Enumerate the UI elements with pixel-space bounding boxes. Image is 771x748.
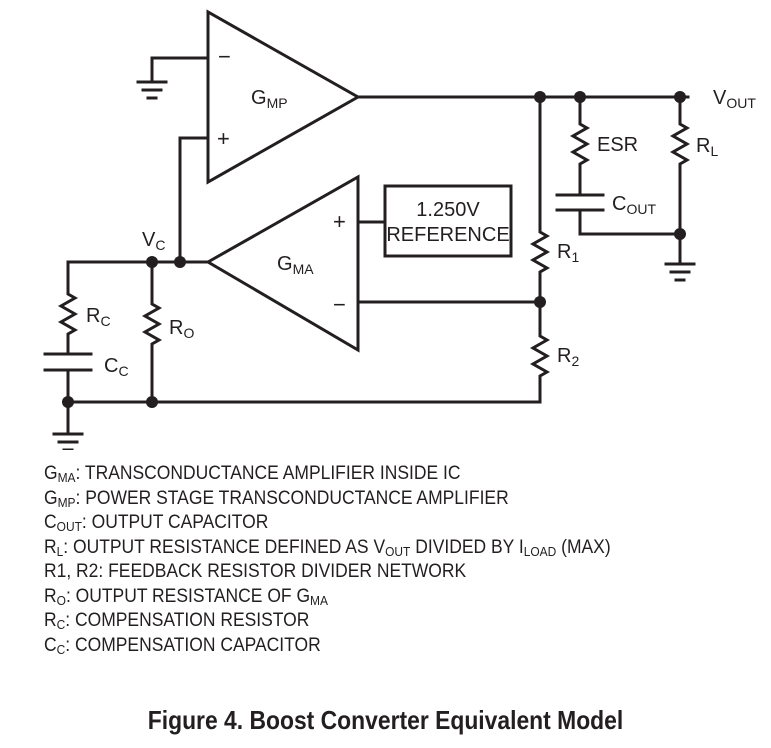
ro-resistor [141, 298, 163, 352]
junction-dots [62, 91, 686, 408]
rl-resistor [669, 118, 691, 170]
figure-caption: Figure 4. Boost Converter Equivalent Mod… [147, 705, 624, 735]
reference-text: REFERENCE [386, 224, 509, 246]
circuit-diagram: − + GMP + − GMA 1.250V REFERENCE [43, 9, 756, 450]
legend-item: GMP: POWER STAGE TRANSCONDUCTANCE AMPLIF… [44, 487, 509, 510]
ground-gmp-icon [136, 80, 168, 100]
gma-plus-sign: + [333, 209, 346, 234]
gma-amplifier: + − GMA [204, 174, 360, 353]
gma-label: GMA [277, 253, 314, 277]
ground-compensation-icon [52, 432, 84, 450]
gmp-plus-sign: + [217, 126, 230, 151]
vout-label: VOUT [713, 87, 756, 111]
legend-item: COUT: OUTPUT CAPACITOR [44, 512, 269, 534]
legend-item: RL: OUTPUT RESISTANCE DEFINED AS VOUT DI… [44, 536, 611, 559]
vc-label: VC [142, 229, 165, 253]
rc-resistor [57, 288, 79, 342]
legend-item: RO: OUTPUT RESISTANCE OF GMA [44, 585, 328, 608]
r2-label: R2 [557, 345, 579, 369]
cc-capacitor [43, 352, 93, 372]
r2-resistor [529, 330, 551, 384]
gmp-label: GMP [251, 87, 288, 111]
legend-item: R1, R2: FEEDBACK RESISTOR DIVIDER NETWOR… [44, 561, 467, 582]
ground-output-icon [664, 262, 696, 282]
reference-voltage: 1.250V [416, 199, 480, 221]
cc-label: CC [104, 355, 129, 379]
rl-label: RL [696, 135, 718, 159]
esr-label: ESR [597, 134, 638, 156]
legend-item: RC: COMPENSATION RESISTOR [44, 610, 310, 632]
r1-label: R1 [557, 241, 579, 265]
legend-list: GMA: TRANSCONDUCTANCE AMPLIFIER INSIDE I… [44, 462, 611, 658]
legend-item: CC: COMPENSATION CAPACITOR [44, 634, 321, 657]
r1-resistor [529, 226, 551, 280]
rc-label: RC [86, 305, 111, 329]
legend-item: GMA: TRANSCONDUCTANCE AMPLIFIER INSIDE I… [44, 463, 461, 485]
cout-label: COUT [612, 193, 656, 217]
esr-resistor [569, 118, 591, 170]
reference-box: 1.250V REFERENCE [383, 184, 513, 258]
gmp-minus-sign: − [218, 44, 231, 69]
ro-label: RO [169, 317, 194, 341]
gma-minus-sign: − [333, 292, 346, 317]
gmp-amplifier: − + GMP [206, 9, 362, 185]
cout-capacitor [555, 193, 605, 212]
